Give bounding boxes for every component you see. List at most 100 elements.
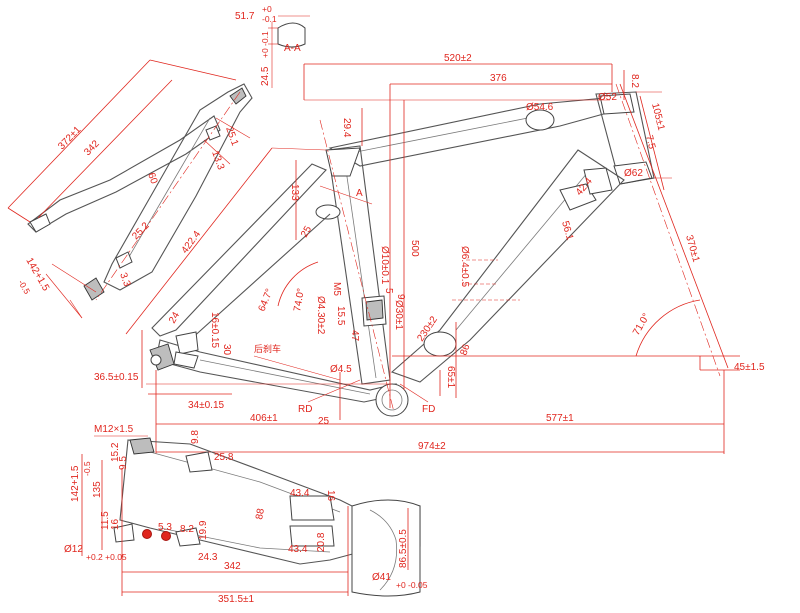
fork-33-label: 3.3 [117,271,132,288]
cs-434b-label: 43.4 [288,544,308,555]
fork-center-line [95,91,241,301]
seat-tube-dim-2-label: 25 [299,224,314,240]
port-47-label: 47 [349,330,360,342]
dim-line [203,139,231,165]
bb-width-label: 86 [458,342,472,357]
seat-angle-2-label: 64.7° [257,287,276,313]
top-tube-inner [345,113,549,155]
seat-tube-junction [315,204,341,220]
head-tube-junction [525,109,555,131]
cs-m12-label: M12×1.5 [94,424,134,435]
cs-41-label: Ø41 [372,572,391,583]
reach-label: 376 [490,73,507,84]
section-label: A-A [284,43,301,54]
seat-tube-top-label: 29.4 [341,118,352,138]
chainstay-detail-dropout [129,437,155,455]
seat-angle-label: 74.0° [292,287,307,312]
cs-12-label: Ø12 [64,544,83,555]
fork-dropout [83,277,105,301]
cs-342-label: 342 [224,561,241,572]
section-line [319,185,373,205]
head-tube-dia-outer-label: Ø52 [598,92,617,103]
wheelbase-label: 974±2 [418,441,446,452]
fork-crown-mount [205,125,221,141]
fork-steerer-cap [229,87,247,105]
head-tube-axis [615,83,721,377]
fork-length-dim [7,59,151,209]
port-length-1-label: 15.5 [335,306,346,326]
cs-243-label: 24.3 [198,552,218,563]
fork-342-dim [37,79,173,219]
seat-tube-axis [319,119,395,413]
cs-115-label: 11.5 [100,511,111,530]
fork-crown-arm [27,115,221,233]
fork-251-label: 25.1 [223,125,240,147]
section-a-a: 51.7 +0 -0.1 A-A 24.5 +0 -0.1 [235,4,310,88]
dim-line [215,117,251,139]
front-center-label: 577±1 [546,413,574,424]
brake-mount [175,331,199,355]
cs-258-label: 25.8 [214,452,234,463]
rear-derailleur-note: RD [298,404,312,415]
section-width-b-label: 24.5 [260,66,271,86]
cs-41-tol: +0 -0.05 [396,580,428,590]
rear-dropout-width-label: 34±0.15 [188,400,225,411]
head-tube-length-label: 105±1 [649,102,666,132]
fork-133-label: 13.3 [209,149,226,171]
chainstay-24-label: 24 [167,310,182,326]
seat-stay-length-dim [125,147,273,335]
head-tube-cup-label: 7.5 [643,134,657,151]
section-width-a-label: 51.7 [235,11,255,22]
frame-dimensions: 520±2 376 8.2 Ø52 Ø54.6 105±1 7.5 Ø62 42… [94,53,765,454]
dim-line [149,59,237,81]
cs-53-label: 5.3 [158,522,172,533]
dropout-vertical-label: 16±0.15 [209,312,220,349]
fork-inner-line [125,117,211,263]
bottom-bracket-shell [375,383,409,417]
rear-dropout-height-label: 36.5±0.15 [94,372,139,383]
fork-60-label: 60 [145,171,159,186]
cs-82-label: 8.2 [180,524,194,535]
chainstay-detail: 142+1.5 -0.5 135 M12×1.5 15.2 9.5 9.8 25… [64,424,428,605]
down-tube-port [559,183,597,211]
chainstay-mount [173,351,199,369]
cs-142-label: 142+1.5 [70,465,81,502]
fork-length-label: 372±1 [56,124,83,152]
section-width-b-tol: +0 -0.1 [260,31,270,58]
chainstay-horiz-label: 406±1 [250,413,278,424]
cs-142-tol: -0.5 [82,461,92,476]
head-tube-bottom-cup [613,161,653,185]
cs-16-label: 16 [110,518,121,530]
bottom-bracket-inner [381,389,403,411]
port-offset-1-label: Ø4.30±2 [315,296,326,335]
chainstay-detail-dropout-2 [113,523,135,543]
section-width-a-tol-top: +0 [262,4,272,14]
down-tube-dim-label: 56.1 [559,220,575,242]
chainstay-detail-mount-2 [175,527,201,547]
chainstay-inner [199,359,371,395]
seat-tube-port-inner [365,299,384,321]
seat-tube-inner [343,155,377,379]
port-dims-3-label: Ø30±1 [393,300,404,330]
chainstay-detail-bb [351,499,421,597]
cs-88-label: 88 [254,507,267,520]
cs-12-tol: +0.2 +0.05 [86,552,127,562]
cs-152-label: 15.2 [110,442,121,462]
down-tube [390,149,625,383]
port-9-label: 9 [395,294,406,300]
seat-stay [151,163,327,337]
seat-stay-inner [189,213,331,341]
cs-95-label: 9.5 [118,456,129,470]
dim-line [7,207,31,223]
fork-142-tol: -0.5 [16,278,32,296]
seat-tube-dim-1-label: 133 [289,184,300,201]
cable-port-2-label: Ø4.5 [330,364,352,375]
leader-line [253,355,341,381]
rear-axle [150,354,162,366]
cable-port-1-label: Ø10±0.1 [379,246,390,285]
chainstay-detail-mount [185,451,213,473]
cs-16b-label: 16 [325,490,336,502]
leader-line [399,383,429,403]
top-length-label: 520±2 [444,53,472,64]
